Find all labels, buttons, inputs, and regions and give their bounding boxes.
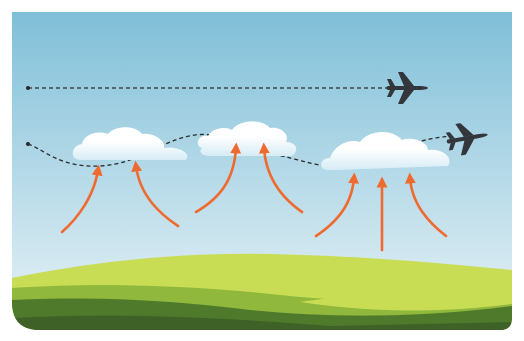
turbulent-flight-start-dot: [26, 142, 30, 146]
level-flight-start-dot: [26, 86, 30, 90]
scene: [12, 12, 512, 330]
hills: [12, 254, 512, 330]
